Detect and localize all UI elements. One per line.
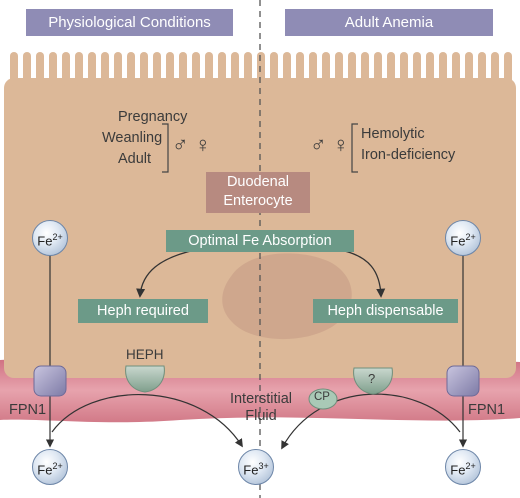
microvillus <box>478 52 486 86</box>
bracket-left <box>162 123 169 173</box>
microvillus <box>140 52 148 86</box>
ion-symbol: Fe <box>243 462 259 478</box>
microvillus <box>88 52 96 86</box>
microvillus <box>335 52 343 86</box>
condition-weanling: Weanling <box>102 130 163 146</box>
microvillus <box>205 52 213 86</box>
duodenal-enterocyte-box: Duodenal Enterocyte <box>206 172 310 213</box>
fe2-ion-top-right: Fe2+ <box>445 220 481 256</box>
microvillus <box>452 52 460 86</box>
microvillus <box>322 52 330 86</box>
microvillus <box>114 52 122 86</box>
microvillus <box>283 52 291 86</box>
microvillus <box>192 52 200 86</box>
fpn1-label-right: FPN1 <box>468 402 506 418</box>
ion-charge: 2+ <box>52 232 63 242</box>
fe2-ion-top-left: Fe2+ <box>32 220 68 256</box>
ion-charge: 3+ <box>258 461 269 471</box>
microvilli <box>10 52 512 86</box>
microvillus <box>153 52 161 86</box>
bracket-right <box>351 123 358 173</box>
ion-symbol: Fe <box>37 233 53 249</box>
microvillus <box>270 52 278 86</box>
ion-charge: 2+ <box>52 461 63 471</box>
unknown-protein-label: ? <box>368 371 376 386</box>
enterocyte-label: Enterocyte <box>223 193 293 209</box>
microvillus <box>426 52 434 86</box>
ion-charge: 2+ <box>465 461 476 471</box>
microvillus <box>348 52 356 86</box>
condition-adult: Adult <box>118 151 152 167</box>
cp-label: CP <box>314 391 330 403</box>
microvillus <box>309 52 317 86</box>
fpn1-label-left: FPN1 <box>9 402 47 418</box>
heph-required-box: Heph required <box>78 299 208 323</box>
heph-dispensable-box: Heph dispensable <box>313 299 458 323</box>
microvillus <box>504 52 512 86</box>
microvillus <box>439 52 447 86</box>
condition-pregnancy: Pregnancy <box>118 109 188 125</box>
microvillus <box>296 52 304 86</box>
heph-protein-shape <box>125 365 165 393</box>
sex-symbols-right: ♂ ♀ <box>310 132 350 157</box>
microvillus <box>361 52 369 86</box>
ion-symbol: Fe <box>37 462 53 478</box>
microvillus <box>257 52 265 86</box>
microvillus <box>10 52 18 86</box>
microvillus <box>127 52 135 86</box>
microvillus <box>101 52 109 86</box>
microvillus <box>218 52 226 86</box>
arc-right-to-fe3 <box>281 393 461 450</box>
microvillus <box>374 52 382 86</box>
ion-symbol: Fe <box>450 233 466 249</box>
ion-symbol: Fe <box>450 462 466 478</box>
microvillus <box>400 52 408 86</box>
arrow-to-heph-required <box>136 249 196 298</box>
microvillus <box>231 52 239 86</box>
microvillus <box>491 52 499 86</box>
unknown-protein-shape <box>353 367 393 395</box>
microvillus <box>465 52 473 86</box>
nucleus <box>222 253 352 340</box>
condition-iron-deficiency: Iron-deficiency <box>361 147 456 163</box>
heph-label: HEPH <box>126 347 164 362</box>
microvillus <box>75 52 83 86</box>
microvillus <box>179 52 187 86</box>
microvillus <box>244 52 252 86</box>
fe3-ion-bottom-center: Fe3+ <box>238 449 274 485</box>
ion-charge: 2+ <box>465 232 476 242</box>
fpn1-transporter-left <box>33 365 67 397</box>
arc-left-to-fe3 <box>51 394 243 448</box>
interstitial-fluid-label: Interstitial Fluid <box>220 391 302 425</box>
microvillus <box>387 52 395 86</box>
duodenal-label: Duodenal <box>226 174 290 190</box>
header-physiological: Physiological Conditions <box>26 9 233 36</box>
microvillus <box>36 52 44 86</box>
interstitial-line1: Interstitial <box>229 391 293 407</box>
fe2-ion-bottom-left: Fe2+ <box>32 449 68 485</box>
microvillus <box>62 52 70 86</box>
fe2-ion-bottom-right: Fe2+ <box>445 449 481 485</box>
microvillus <box>23 52 31 86</box>
fpn1-transporter-right <box>446 365 480 397</box>
microvillus <box>413 52 421 86</box>
sex-symbols-left: ♂ ♀ <box>172 132 212 157</box>
microvillus <box>49 52 57 86</box>
interstitial-line2: Fluid <box>245 408 277 424</box>
cp-protein-shape <box>308 388 338 410</box>
microvillus <box>166 52 174 86</box>
optimal-fe-absorption-box: Optimal Fe Absorption <box>166 230 354 252</box>
condition-hemolytic: Hemolytic <box>361 126 425 142</box>
header-anemia: Adult Anemia <box>285 9 493 36</box>
